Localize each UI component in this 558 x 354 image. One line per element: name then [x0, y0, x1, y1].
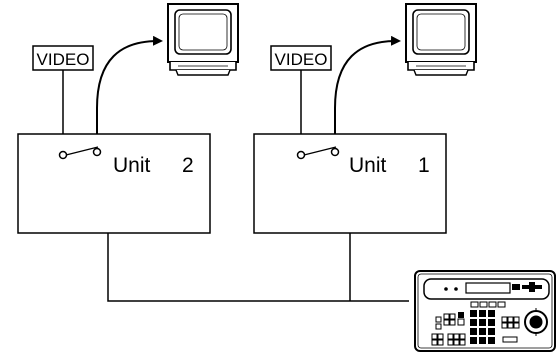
bus-connection-lines [107, 233, 409, 302]
switch-icon [58, 146, 102, 160]
monitor-output-arrow [96, 35, 163, 148]
video-input-label-box: VIDEO [270, 45, 332, 71]
video-input-label-box: VIDEO [32, 45, 94, 71]
unit-number: 1 [418, 154, 430, 177]
video-label: VIDEO [37, 50, 90, 69]
unit-2-group: VIDEO Unit 2 [17, 3, 239, 234]
unit-label: Unit [349, 154, 387, 177]
unit-box [17, 133, 211, 234]
monitor-icon [167, 3, 239, 76]
system-controller-keyboard-icon [414, 270, 556, 352]
monitor-output-arrow [334, 35, 401, 148]
unit-number: 2 [182, 154, 194, 177]
switch-icon [296, 146, 340, 160]
video-label: VIDEO [275, 50, 328, 69]
monitor-icon [405, 3, 477, 76]
unit-label: Unit [113, 154, 151, 177]
unit-box [253, 133, 447, 234]
unit-1-group: VIDEO Unit 1 [253, 3, 477, 234]
